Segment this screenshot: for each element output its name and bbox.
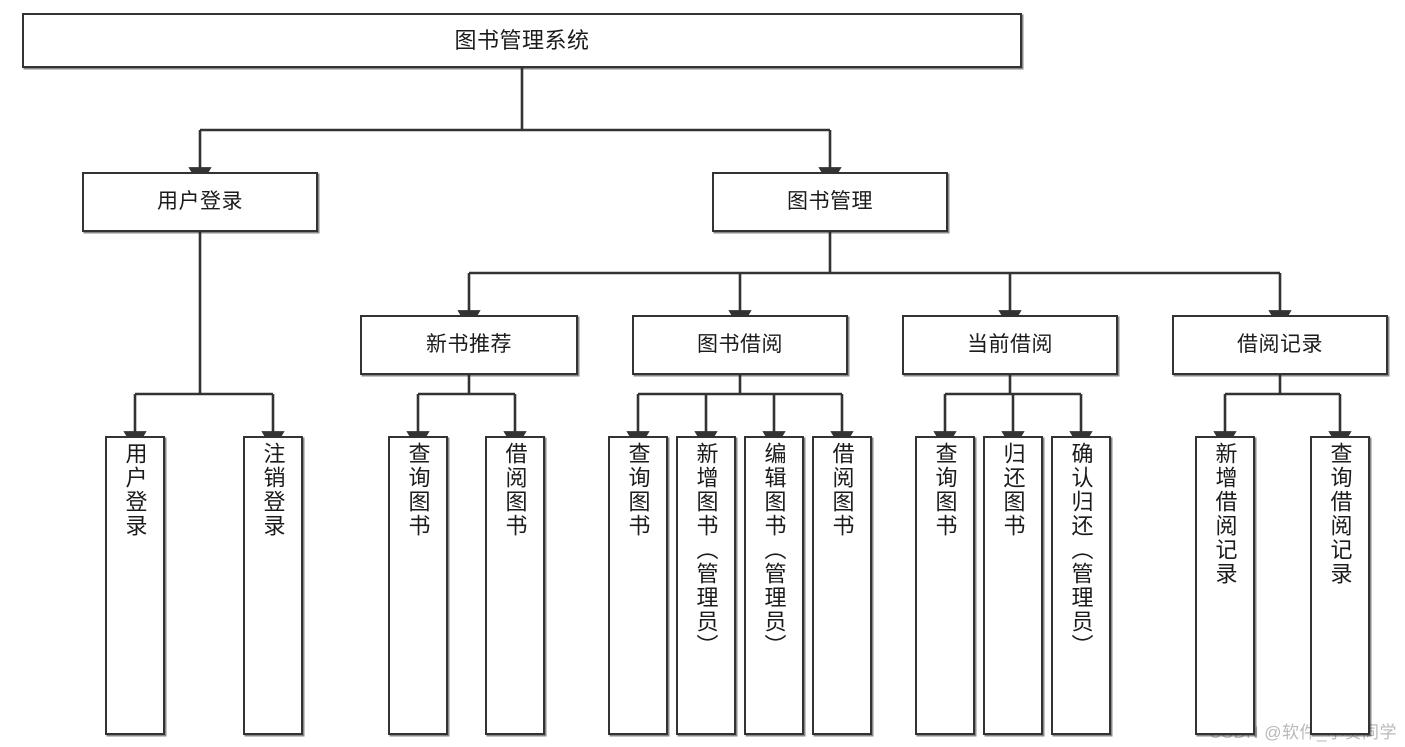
node-leaf-query-record[interactable]: 查询借阅记录	[1310, 436, 1370, 735]
node-leaf-query-book-3[interactable]: 查询图书	[915, 436, 975, 735]
node-label: 借阅图书	[829, 442, 855, 538]
node-label: 当前借阅	[967, 332, 1053, 356]
node-label: 查询借阅记录	[1327, 442, 1353, 586]
node-leaf-add-record[interactable]: 新增借阅记录	[1195, 436, 1255, 735]
node-label: 图书管理	[787, 189, 873, 213]
node-borrow-record[interactable]: 借阅记录	[1172, 315, 1388, 375]
node-root[interactable]: 图书管理系统	[22, 13, 1022, 68]
node-label: 确认归还（管理员）	[1068, 442, 1094, 658]
node-leaf-confirm-return[interactable]: 确认归还（管理员）	[1051, 436, 1111, 735]
node-label: 注销登录	[260, 442, 286, 538]
node-leaf-user-logout[interactable]: 注销登录	[243, 436, 303, 735]
node-label: 归还图书	[1000, 442, 1026, 538]
node-leaf-query-book-2[interactable]: 查询图书	[608, 436, 668, 735]
node-label: 图书借阅	[697, 332, 783, 356]
node-current-borrow[interactable]: 当前借阅	[902, 315, 1118, 375]
node-label: 用户登录	[122, 442, 148, 538]
node-book-borrow[interactable]: 图书借阅	[632, 315, 848, 375]
node-label: 借阅记录	[1237, 332, 1323, 356]
node-label: 新增借阅记录	[1212, 442, 1238, 586]
node-label: 编辑图书（管理员）	[761, 442, 787, 658]
node-label: 新增图书（管理员）	[693, 442, 719, 658]
node-leaf-return-book[interactable]: 归还图书	[983, 436, 1043, 735]
node-label: 新书推荐	[426, 332, 512, 356]
node-leaf-add-book[interactable]: 新增图书（管理员）	[676, 436, 736, 735]
node-label: 借阅图书	[502, 442, 528, 538]
node-user-login[interactable]: 用户登录	[82, 172, 318, 232]
node-label: 图书管理系统	[454, 27, 590, 53]
node-label: 查询图书	[625, 442, 651, 538]
node-leaf-borrow-book-1[interactable]: 借阅图书	[485, 436, 545, 735]
node-leaf-edit-book[interactable]: 编辑图书（管理员）	[744, 436, 804, 735]
node-label: 查询图书	[405, 442, 431, 538]
node-label: 查询图书	[932, 442, 958, 538]
node-leaf-user-login[interactable]: 用户登录	[105, 436, 165, 735]
node-new-book-rec[interactable]: 新书推荐	[360, 315, 578, 375]
node-label: 用户登录	[157, 189, 243, 213]
node-book-manage[interactable]: 图书管理	[712, 172, 948, 232]
node-leaf-borrow-book-2[interactable]: 借阅图书	[812, 436, 872, 735]
node-leaf-query-book-1[interactable]: 查询图书	[388, 436, 448, 735]
